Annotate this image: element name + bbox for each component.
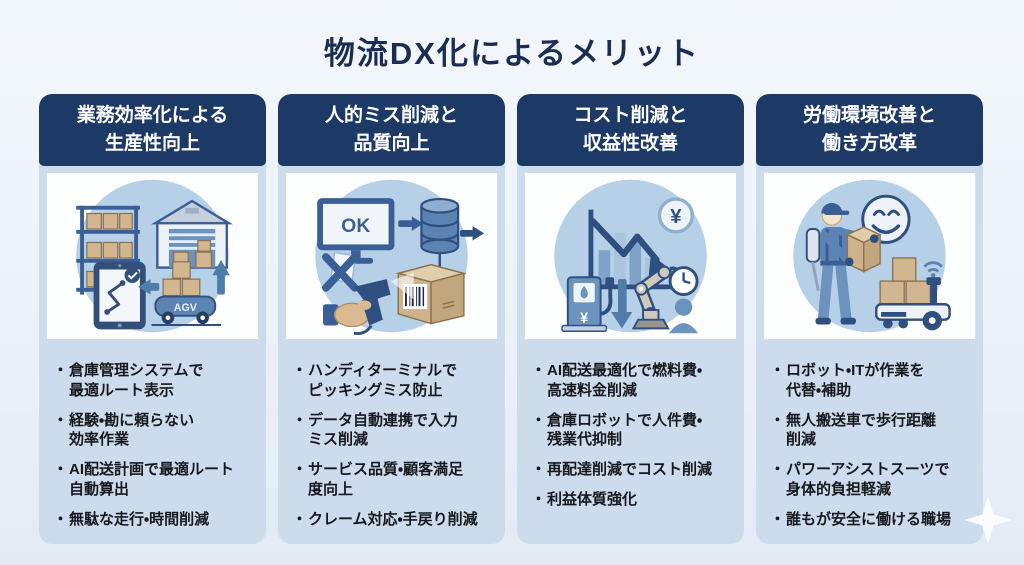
benefit-bullet: 再配達削減でコスト削減 (531, 460, 736, 480)
worker-powersuit-icon (805, 202, 882, 325)
agv-vehicle-icon: AGV (151, 261, 222, 326)
benefit-bullet: 誰もが安全に働ける職場 (770, 510, 975, 530)
card-title-line: 働き方改革 (821, 133, 917, 154)
scanner-illustration-svg: OK (315, 179, 485, 335)
yen-pump-label: ¥ (580, 311, 588, 327)
cards-row: 業務効率化による 生産性向上 (0, 94, 1024, 544)
card-efficiency: 業務効率化による 生産性向上 (39, 94, 266, 544)
error-x-icon (322, 251, 359, 292)
warehouse-agv-illustration: AGV (47, 173, 258, 339)
benefit-bullet: 無人搬送車で歩行距離 削減 (770, 411, 975, 451)
arrow-down-icon (611, 279, 633, 329)
benefit-bullet: 無駄な走行・時間削減 (53, 510, 258, 530)
card-title-line: コスト削減と (573, 105, 688, 127)
handy-scanner-icon (322, 272, 414, 335)
agv-label: AGV (174, 302, 197, 314)
card-workstyle-header: 労働環境改善と 働き方改革 (756, 94, 983, 166)
card-title-line: 品質向上 (353, 133, 430, 154)
benefit-bullet: AI配送計画で最適ルート 自動算出 (53, 460, 258, 500)
worker-assist-illustration (764, 173, 975, 339)
benefit-list: 倉庫管理システムで 最適ルート表示 経験・勘に頼らない 効率作業 AI配送計画で… (39, 339, 266, 544)
benefit-list: ロボット・ITが作業を 代替・補助 無人搬送車で歩行距離 削減 パワーアシストス… (756, 339, 983, 544)
card-title-line: 人的ミス削減と (324, 105, 458, 127)
card-cost: コスト削減と 収益性改善 ¥ (517, 94, 744, 544)
benefit-list: ハンディターミナルで ピッキングミス防止 データ自動連携で入力 ミス削減 サービ… (278, 339, 505, 544)
cost-down-illustration-svg: ¥ ¥ (554, 179, 707, 334)
benefit-bullet: データ自動連携で入力 ミス削減 (292, 411, 497, 451)
warehouse-agv-illustration-svg: AGV (76, 179, 234, 333)
yen-coin-label: ¥ (670, 206, 682, 228)
card-quality: 人的ミス削減と 品質向上 OK (278, 94, 505, 544)
ok-monitor-icon: OK (317, 198, 395, 264)
database-icon (420, 197, 460, 255)
benefit-bullet: AI配送最適化で燃料費・ 高速料金削減 (531, 361, 736, 401)
card-title-line: 労働環境改善と (802, 105, 936, 127)
ok-label: OK (341, 216, 370, 237)
card-efficiency-header: 業務効率化による 生産性向上 (39, 94, 266, 166)
benefit-bullet: クレーム対応・手戻り削減 (292, 510, 497, 530)
clock-icon (668, 266, 699, 297)
arrow-right-out-icon (460, 226, 485, 241)
benefit-list: AI配送最適化で燃料費・ 高速料金削減 倉庫ロボットで人件費・ 残業代抑制 再配… (517, 339, 744, 530)
card-cost-header: コスト削減と 収益性改善 (517, 94, 744, 166)
benefit-bullet: 倉庫管理システムで 最適ルート表示 (53, 361, 258, 401)
smiley-icon (861, 194, 911, 244)
yen-coin-icon: ¥ (657, 197, 694, 234)
card-title-line: 収益性改善 (582, 133, 678, 154)
person-icon (669, 298, 699, 334)
card-quality-header: 人的ミス削減と 品質向上 (278, 94, 505, 166)
benefit-bullet: ハンディターミナルで ピッキングミス防止 (292, 361, 497, 401)
page-title: 物流DX化によるメリット (323, 36, 701, 71)
fuel-pump-icon: ¥ (561, 276, 615, 333)
benefit-bullet: パワーアシストスーツで 身体的負担軽減 (770, 460, 975, 500)
autonomous-cart-icon (875, 257, 951, 331)
worker-assist-illustration-svg (793, 179, 951, 333)
card-workstyle: 労働環境改善と 働き方改革 (756, 94, 983, 544)
benefit-bullet: 経験・勘に頼らない 効率作業 (53, 411, 258, 451)
arrow-up-icon (212, 259, 230, 295)
scanner-illustration: OK (286, 173, 497, 339)
benefit-bullet: ロボット・ITが作業を 代替・補助 (770, 361, 975, 401)
benefit-bullet: サービス品質・顧客満足 度向上 (292, 460, 497, 500)
card-title-line: 生産性向上 (104, 133, 200, 154)
benefit-bullet: 倉庫ロボットで人件費・ 残業代抑制 (531, 411, 736, 451)
arrow-right-icon (398, 216, 424, 231)
benefit-bullet: 利益体質強化 (531, 490, 736, 510)
cost-down-illustration: ¥ ¥ (525, 173, 736, 339)
card-title-line: 業務効率化による (76, 105, 229, 127)
tablet-route-icon (93, 261, 146, 330)
arrow-left-icon (138, 279, 160, 295)
